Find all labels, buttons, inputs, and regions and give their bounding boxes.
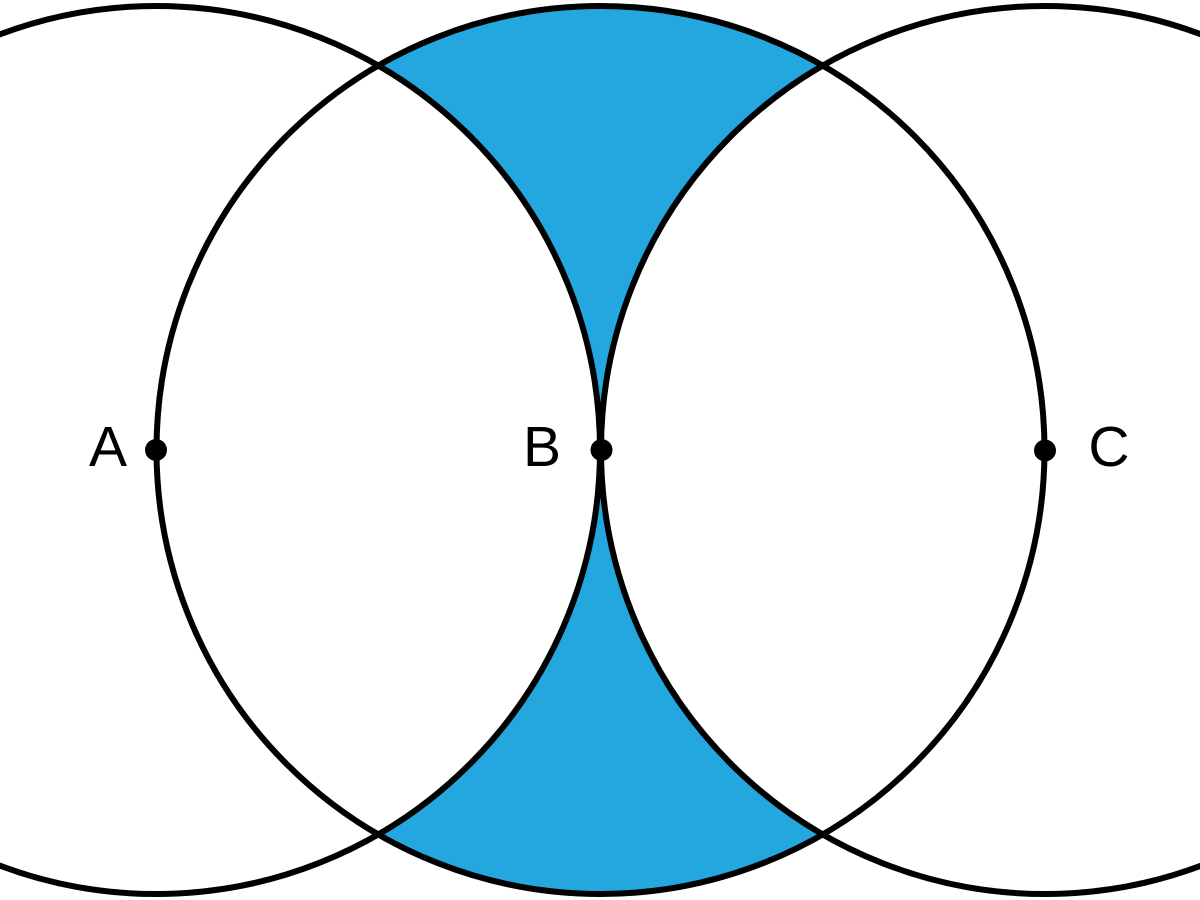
svg-text:A: A [89,415,127,479]
svg-text:B: B [523,415,561,479]
svg-text:C: C [1088,415,1129,479]
